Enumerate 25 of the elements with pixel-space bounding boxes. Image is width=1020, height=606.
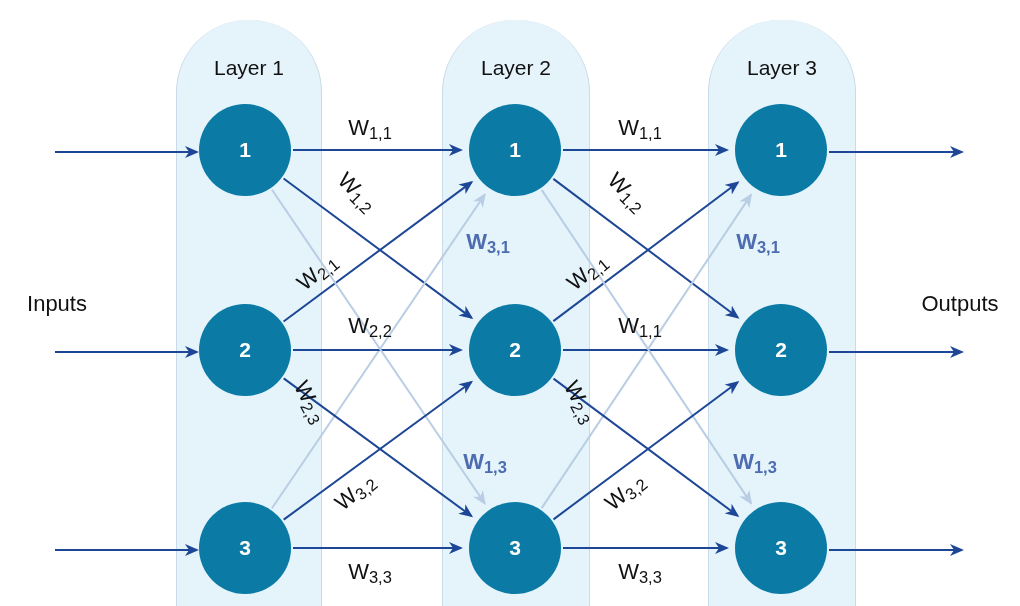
arrow — [292, 344, 463, 356]
arrow — [54, 346, 199, 358]
arrow — [828, 346, 964, 358]
arrow — [562, 344, 729, 356]
layer-title: Layer 3 — [745, 55, 818, 81]
edge-label: W$_{3,3}$ — [618, 561, 662, 583]
layer-title: Layer 1 — [212, 55, 285, 81]
arrow — [828, 544, 964, 556]
layer-title: Layer 2 — [479, 55, 552, 81]
edge-label: W$_{3,3}$ — [348, 561, 392, 583]
edge-label: W$_{2,2}$ — [348, 315, 392, 337]
io-label: Inputs — [27, 289, 87, 318]
arrow — [54, 544, 199, 556]
edge-label: W$_{1,1}$ — [348, 117, 392, 139]
io-label: Outputs — [921, 289, 999, 318]
arrow — [828, 146, 964, 158]
arrow — [562, 542, 729, 554]
arrow — [562, 144, 729, 156]
edge-label: W$_{1,1}$ — [618, 117, 662, 139]
edge-label: W$_{1,1}$ — [618, 315, 662, 337]
arrow — [292, 542, 463, 554]
layer-band — [708, 20, 856, 606]
arrow — [292, 144, 463, 156]
layer-band — [442, 20, 590, 606]
arrow — [54, 146, 199, 158]
